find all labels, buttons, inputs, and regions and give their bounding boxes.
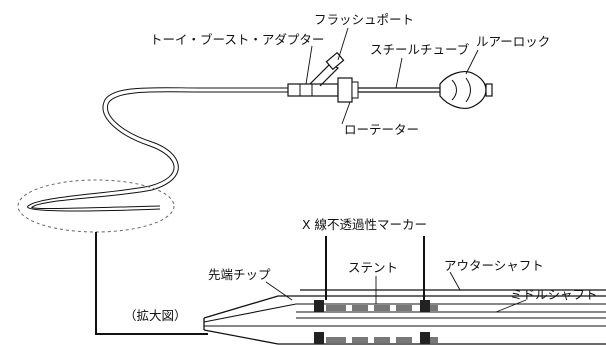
marker-right [420,300,430,312]
tip-label: 先端チップ [208,267,271,282]
adapter-body [287,83,339,97]
catheter-shaft [27,87,292,212]
enlarged-cross-section [203,236,606,345]
radiopaque-marker-label: X 線不透過性マーカー [302,217,427,232]
enlarged-view-label: （拡大図） [124,308,187,323]
luer-lock [439,71,493,109]
marker-left [314,300,324,312]
rotator-knob [337,77,353,103]
outer-shaft-label: アウターシャフト [444,258,544,273]
rotator-label: ローテーター [344,122,419,137]
middle-shaft-label: ミドルシャフト [510,287,598,302]
flush-port-label: フラッシュポート [314,12,414,27]
enlarged-view-connector [95,232,208,335]
stent-label: ステント [348,260,398,275]
tuohy-borst-adapter-label: トーイ・ブースト・アダプター [150,32,324,47]
luer-lock-label: ルアーロック [476,34,550,49]
catheter-shaft-inner [31,91,292,210]
steel-tube-label: スチールチューブ [370,42,470,57]
catheter-device [27,27,493,212]
